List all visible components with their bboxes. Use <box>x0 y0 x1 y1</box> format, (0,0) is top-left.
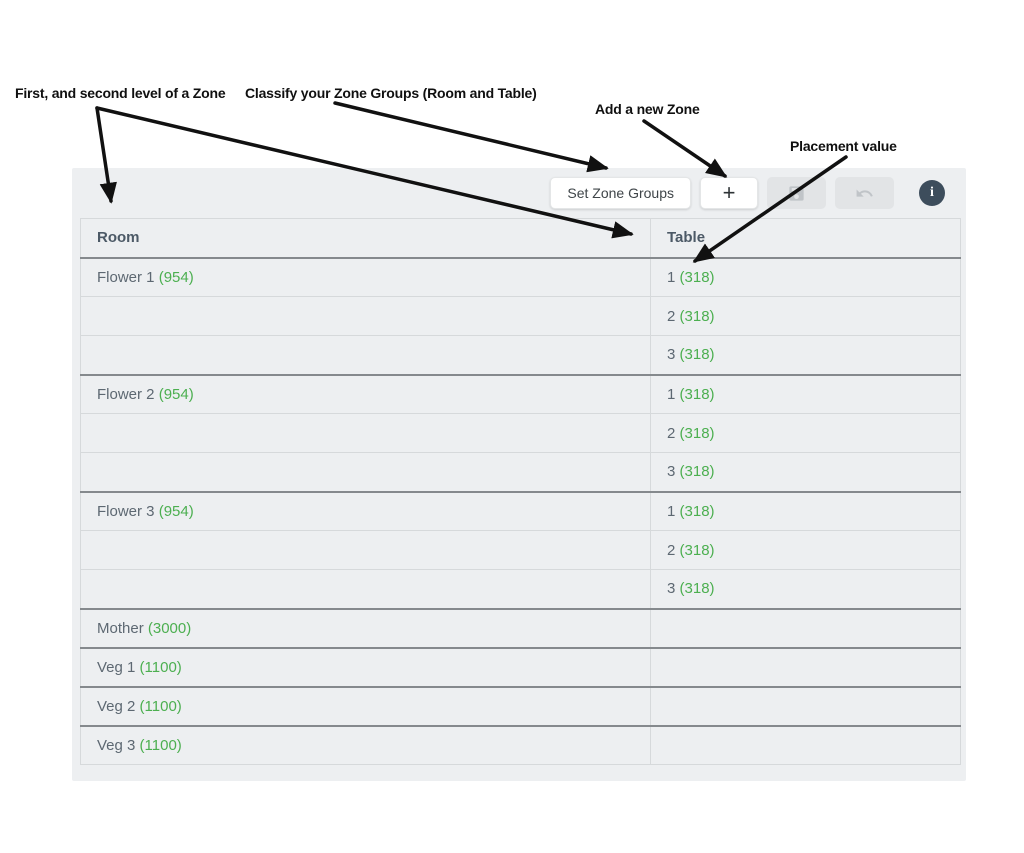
table-row: Veg 1 (1100) <box>80 647 961 687</box>
annotation-first-second-level: First, and second level of a Zone <box>15 85 226 101</box>
table-row: Veg 2 (1100) <box>80 686 961 726</box>
table-row: 2 (318) <box>80 296 961 336</box>
table-row: Flower 3 (954) 1 (318) <box>80 491 961 531</box>
table-cell[interactable]: 3 (318) <box>667 463 715 481</box>
zone-panel: Set Zone Groups + i <box>72 168 966 781</box>
annotation-placement-value: Placement value <box>790 138 897 154</box>
room-cell[interactable]: Veg 2 (1100) <box>80 686 651 726</box>
table-cell[interactable]: 3 (318) <box>667 346 715 364</box>
room-cell[interactable] <box>80 569 651 609</box>
room-cell[interactable]: Veg 3 (1100) <box>80 725 651 765</box>
table-row: 2 (318) <box>80 413 961 453</box>
zone-toolbar: Set Zone Groups + i <box>72 168 966 218</box>
undo-icon <box>855 184 874 203</box>
table-row: Mother (3000) <box>80 608 961 648</box>
table-row: Veg 3 (1100) <box>80 725 961 765</box>
save-button[interactable] <box>767 177 826 209</box>
room-cell[interactable] <box>80 296 651 336</box>
table-row: 3 (318) <box>80 335 961 375</box>
table-cell[interactable]: 2 (318) <box>667 307 715 325</box>
table-cell[interactable] <box>651 609 961 648</box>
room-cell[interactable] <box>80 413 651 453</box>
room-cell[interactable] <box>80 530 651 570</box>
table-row: Flower 1 (954) 1 (318) <box>80 257 961 297</box>
table-row: 3 (318) <box>80 452 961 492</box>
room-cell[interactable]: Flower 1 (954) <box>80 257 651 297</box>
room-cell[interactable] <box>80 335 651 375</box>
table-cell[interactable]: 2 (318) <box>667 424 715 442</box>
table-cell[interactable]: 2 (318) <box>667 541 715 559</box>
room-cell[interactable]: Mother (3000) <box>80 608 651 648</box>
zones-table: Room Table Flower 1 (954) 1 (318) 2 (318… <box>80 218 961 765</box>
column-header-table: Table <box>667 229 706 247</box>
table-row: 2 (318) <box>80 530 961 570</box>
table-cell[interactable] <box>651 687 961 726</box>
add-zone-button[interactable]: + <box>700 177 758 209</box>
info-icon[interactable]: i <box>919 180 945 206</box>
info-glyph: i <box>930 185 934 200</box>
table-cell[interactable] <box>651 648 961 687</box>
table-cell[interactable]: 1 (318) <box>667 502 715 520</box>
save-icon <box>787 184 806 203</box>
table-header-row: Room Table <box>80 218 961 258</box>
column-header-room: Room <box>80 218 651 258</box>
room-cell[interactable] <box>80 452 651 492</box>
undo-button[interactable] <box>835 177 894 209</box>
table-cell[interactable]: 1 (318) <box>667 268 715 286</box>
room-cell[interactable]: Flower 3 (954) <box>80 491 651 531</box>
table-cell[interactable] <box>651 726 961 765</box>
table-row: Flower 2 (954) 1 (318) <box>80 374 961 414</box>
room-cell[interactable]: Veg 1 (1100) <box>80 647 651 687</box>
room-cell[interactable]: Flower 2 (954) <box>80 374 651 414</box>
table-cell[interactable]: 1 (318) <box>667 385 715 403</box>
table-cell[interactable]: 3 (318) <box>667 580 715 598</box>
table-row: 3 (318) <box>80 569 961 609</box>
annotation-classify-zone-groups: Classify your Zone Groups (Room and Tabl… <box>245 85 537 101</box>
set-zone-groups-button[interactable]: Set Zone Groups <box>550 177 691 209</box>
arrow-to-set-zone-groups <box>333 101 609 173</box>
annotation-add-new-zone: Add a new Zone <box>595 101 700 117</box>
